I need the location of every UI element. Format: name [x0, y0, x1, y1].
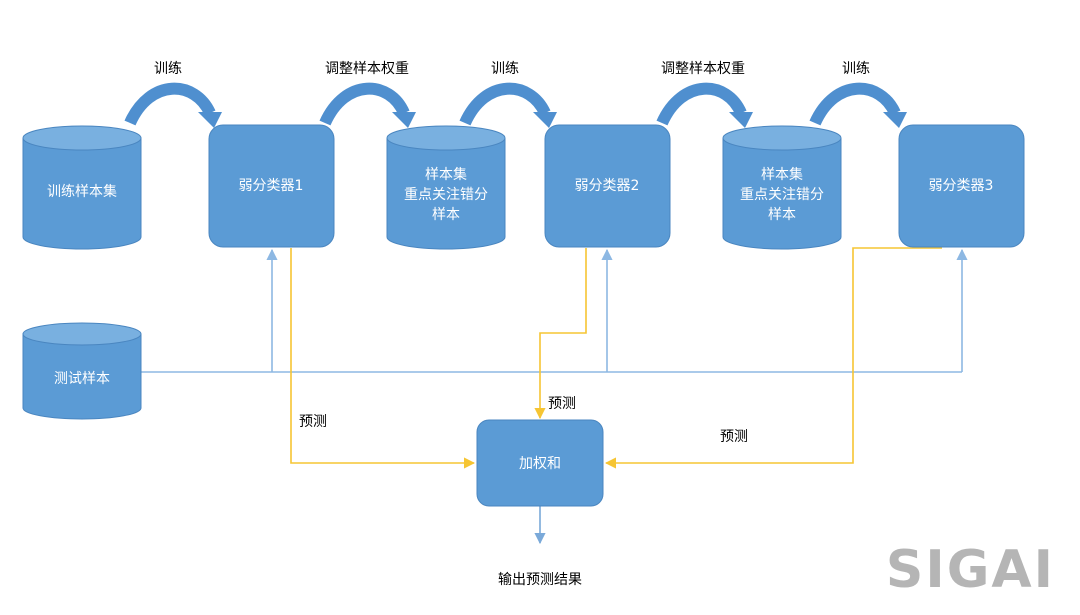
prediction-line-3 [604, 247, 942, 469]
prediction-line-2 [534, 248, 587, 420]
sample-set-2-line-2: 重点关注错分 [740, 187, 824, 203]
curved-arrow-train-3 [809, 82, 907, 128]
weak-classifier-3: 弱分类器3 [898, 124, 1025, 248]
label-reweight-1: 调整样本权重 [325, 61, 409, 77]
test-connection-lines [140, 248, 968, 373]
weighted-sum-label: 加权和 [519, 456, 561, 472]
curved-arrow-train-2 [459, 82, 557, 128]
curved-arrow-reweight-2 [656, 82, 753, 128]
prediction-label-2: 预测 [548, 396, 576, 412]
weak-classifier-1-label: 弱分类器1 [239, 178, 304, 194]
sigai-watermark-logo: SIGAI [886, 540, 1055, 600]
label-train-1: 训练 [154, 61, 182, 77]
train-set-label: 训练样本集 [47, 183, 117, 200]
prediction-line-1 [290, 248, 476, 469]
weak-classifier-2-label: 弱分类器2 [575, 178, 640, 194]
train-set-cylinder: 训练样本集 [22, 125, 142, 250]
prediction-lines [290, 247, 942, 469]
weighted-sum-box: 加权和 [476, 419, 604, 507]
curved-arrow-reweight-1 [319, 82, 416, 128]
prediction-label-3: 预测 [720, 429, 748, 445]
weak-classifier-3-label: 弱分类器3 [929, 178, 994, 194]
output-label: 输出预测结果 [498, 572, 582, 588]
weak-classifier-1: 弱分类器1 [208, 124, 335, 248]
sample-set-1-cylinder: 样本集 重点关注错分 样本 [386, 125, 506, 250]
label-train-3: 训练 [842, 61, 870, 77]
sample-set-2-cylinder: 样本集 重点关注错分 样本 [722, 125, 842, 250]
curved-arrow-train-1 [124, 82, 222, 128]
sample-set-2-line-3: 样本 [768, 207, 796, 223]
prediction-label-1: 预测 [299, 414, 327, 430]
test-set-cylinder: 测试样本 [22, 322, 142, 420]
sample-set-1-line-2: 重点关注错分 [404, 187, 488, 203]
sample-set-1-line-1: 样本集 [425, 166, 467, 183]
sample-set-1-line-3: 样本 [432, 207, 460, 223]
weak-classifier-2: 弱分类器2 [544, 124, 671, 248]
sample-set-2-line-1: 样本集 [761, 166, 803, 183]
test-set-label: 测试样本 [54, 371, 110, 387]
label-train-2: 训练 [491, 61, 519, 77]
label-reweight-2: 调整样本权重 [661, 61, 745, 77]
